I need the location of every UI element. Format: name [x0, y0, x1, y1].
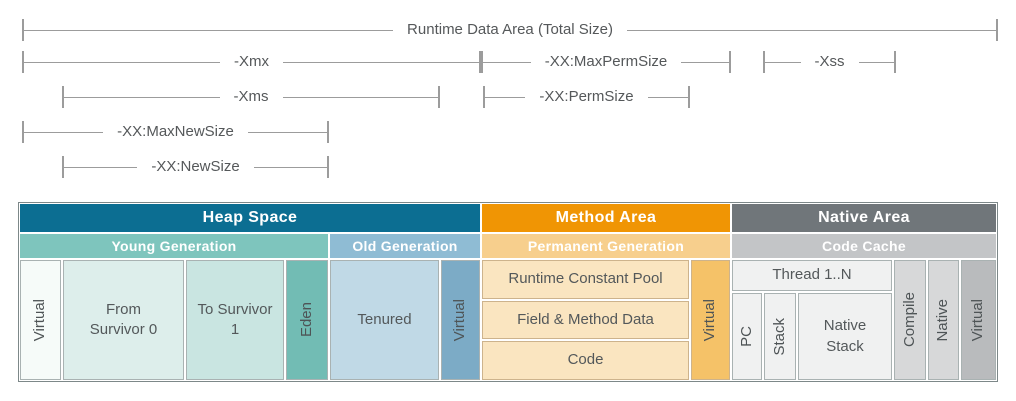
ruler-tick	[894, 51, 896, 73]
thread-cell: Thread 1..N	[732, 260, 892, 291]
ruler-tick	[327, 156, 330, 178]
pc-label: PC	[737, 326, 755, 347]
to-survivor-cell: To Survivor 1	[186, 260, 284, 380]
method-virtual-label: Virtual	[701, 298, 719, 342]
memory-map: Heap Space Method Area Native Area Young…	[18, 202, 998, 382]
tenured-cell: Tenured	[330, 260, 439, 380]
perm-code-label: Code	[567, 351, 604, 369]
ruler-maxnewsize: -XX:MaxNewSize	[22, 120, 330, 144]
eden-cell: Eden	[286, 260, 328, 380]
ruler-tick	[22, 121, 24, 143]
code-cache-title: Code Cache	[822, 238, 906, 254]
ruler-line	[681, 61, 729, 63]
ruler-xss: -Xss	[763, 50, 896, 74]
ruler-tick	[438, 86, 440, 108]
old-virtual-label: Virtual	[451, 298, 469, 342]
ruler-label: -XX:NewSize	[151, 158, 240, 175]
ruler-tick	[62, 156, 64, 178]
method-area-title: Method Area	[555, 209, 657, 226]
ruler-maxpermsize: -XX:MaxPermSize	[481, 50, 731, 74]
ruler-tick	[479, 51, 481, 73]
ruler-line	[282, 96, 438, 98]
ruler-tick	[22, 19, 24, 41]
method-virtual-cell: Virtual	[691, 260, 730, 380]
heap-space-header: Heap Space	[20, 204, 480, 232]
ruler-permsize: -XX:PermSize	[483, 85, 691, 109]
compile-label: Compile	[900, 292, 918, 348]
stack-cell: Stack	[764, 293, 796, 380]
ruler-label: -Xss	[814, 53, 845, 70]
native-virtual-cell: Virtual	[961, 260, 996, 380]
ruler-xmx: -Xmx	[22, 50, 481, 74]
old-generation-header: Old Generation	[330, 234, 480, 258]
ruler-label: -XX:MaxPermSize	[544, 53, 668, 70]
ruler-label: -Xmx	[234, 53, 269, 70]
ruler-tick	[483, 86, 485, 108]
ruler-tick	[62, 86, 64, 108]
ruler-label: Runtime Data Area (Total Size)	[407, 21, 613, 38]
young-generation-header: Young Generation	[20, 234, 328, 258]
compile-cell: Compile	[894, 260, 926, 380]
ruler-tick	[327, 121, 330, 143]
code-cache-header: Code Cache	[732, 234, 996, 258]
eden-label: Eden	[297, 302, 315, 338]
native-area-title: Native Area	[818, 209, 910, 226]
thread-label: Thread 1..N	[772, 266, 852, 284]
heap-space-title: Heap Space	[202, 209, 298, 226]
ruler-label: -Xms	[233, 88, 269, 105]
runtime-constant-pool-label: Runtime Constant Pool	[508, 270, 663, 288]
tenured-label: Tenured	[357, 310, 412, 328]
native-stack-label: Native Stack	[823, 317, 867, 355]
old-generation-title: Old Generation	[352, 238, 458, 254]
ruler-line	[283, 61, 479, 63]
stack-label: Stack	[770, 317, 788, 356]
ruler-tick	[22, 51, 24, 73]
ruler-line	[64, 96, 220, 98]
ruler-label: -XX:MaxNewSize	[117, 123, 234, 140]
ruler-tick	[688, 86, 691, 108]
ruler-label: -XX:PermSize	[539, 88, 634, 105]
native-area-header: Native Area	[732, 204, 996, 232]
to-survivor-label: To Survivor 1	[197, 300, 273, 338]
ruler-line	[253, 166, 328, 168]
ruler-runtime-data-area: Runtime Data Area (Total Size)	[22, 18, 999, 42]
permanent-generation-title: Permanent Generation	[527, 238, 685, 254]
field-method-data-label: Field & Method Data	[517, 310, 654, 328]
ruler-tick	[763, 51, 765, 73]
ruler-line	[247, 131, 328, 133]
from-survivor-cell: From Survivor 0	[63, 260, 184, 380]
ruler-xms: -Xms	[62, 85, 440, 109]
method-area-header: Method Area	[482, 204, 730, 232]
ruler-tick	[729, 51, 731, 73]
heap-virtual-cell: Virtual	[20, 260, 61, 380]
native-cell: Native	[928, 260, 959, 380]
ruler-line	[24, 61, 220, 63]
ruler-tick	[996, 19, 999, 41]
ruler-line	[483, 61, 531, 63]
ruler-newsize: -XX:NewSize	[62, 155, 330, 179]
permanent-generation-header: Permanent Generation	[482, 234, 730, 258]
ruler-line	[858, 61, 894, 63]
ruler-line	[64, 166, 138, 168]
ruler-line	[24, 29, 394, 31]
ruler-line	[626, 29, 997, 31]
ruler-line	[765, 61, 801, 63]
field-method-data-cell: Field & Method Data	[482, 301, 689, 339]
heap-virtual-label: Virtual	[31, 298, 49, 342]
ruler-line	[647, 96, 689, 98]
ruler-line	[24, 131, 104, 133]
ruler-line	[485, 96, 526, 98]
ruler-tick	[481, 51, 483, 73]
from-survivor-label: From Survivor 0	[89, 300, 158, 338]
native-virtual-label: Virtual	[969, 298, 987, 342]
pc-cell: PC	[732, 293, 762, 380]
native-stack-cell: Native Stack	[798, 293, 892, 380]
young-generation-title: Young Generation	[111, 238, 237, 254]
runtime-constant-pool-cell: Runtime Constant Pool	[482, 260, 689, 299]
perm-code-cell: Code	[482, 341, 689, 380]
native-label: Native	[934, 298, 952, 342]
old-virtual-cell: Virtual	[441, 260, 480, 380]
